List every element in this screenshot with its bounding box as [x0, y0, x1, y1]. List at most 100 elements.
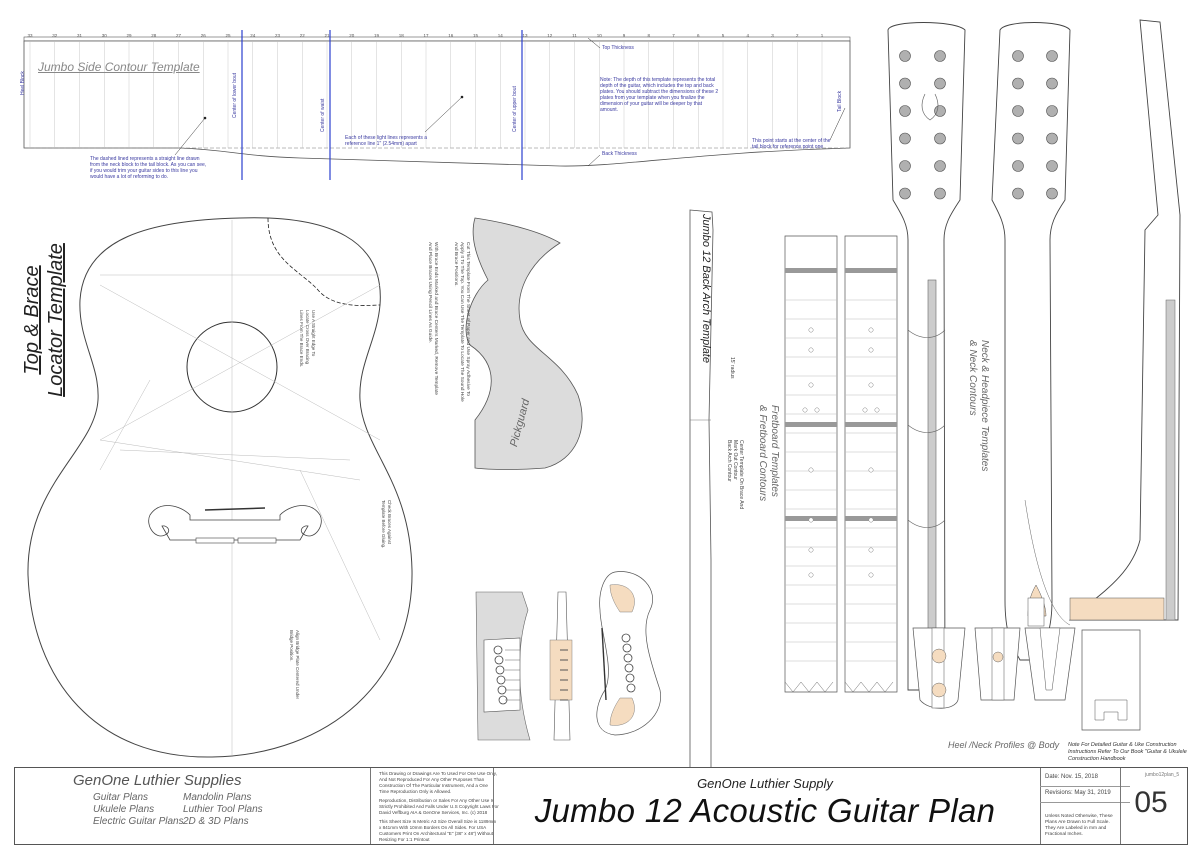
title-block: GenOne Luthier Supplies Guitar Plans Uku… [14, 767, 1188, 845]
legal-1: This Drawing or Drawings Are To Used For… [379, 771, 498, 794]
top-brace-note-4: Check Braces Against Template Before Glu… [381, 500, 392, 549]
ruler-number: 19 [374, 33, 380, 38]
top-brace-note-2: With Brace Ends Marked and Brace Centers… [427, 242, 438, 395]
tuner-hole [1046, 132, 1058, 145]
fret-marker [868, 572, 874, 578]
top-brace-title-line2: Locator Template [45, 243, 67, 397]
fret-marker [868, 382, 874, 388]
fret-marker [862, 407, 868, 413]
tuner-hole [1046, 187, 1058, 200]
bridge-pin [494, 655, 504, 665]
plan-date: Date: Nov. 15, 2018 [1045, 774, 1098, 780]
nut-slot [785, 268, 837, 273]
plan-guitar: Guitar Plans [93, 792, 149, 803]
plans-right-list: Mandolin Plans Luthier Tool Plans 2D & 3… [183, 792, 263, 828]
plan-ukulele: Ukulele Plans [93, 804, 155, 815]
heel-profiles-label: Heel /Neck Profiles @ Body [948, 740, 1060, 750]
tuner-hole [899, 77, 911, 90]
plan-luthier-tool: Luthier Tool Plans [183, 804, 263, 815]
fret-marker [868, 517, 874, 523]
label-tail-block: Tail Block [837, 90, 843, 112]
ruler-number: 25 [225, 33, 231, 38]
ruler-number: 26 [201, 33, 207, 38]
construction-note: Note For Detailed Guitar & Uke Construct… [1068, 742, 1187, 762]
fret-marker [808, 572, 814, 578]
fretboard-title-line2: & Fretboard Contours [757, 405, 768, 502]
fretboard-contour [784, 681, 834, 693]
tuner-hole [934, 50, 946, 62]
tuner-hole [934, 187, 946, 200]
bridge-pin [624, 663, 634, 673]
back-arch-title: Jumbo 12 Back Arch Template [700, 214, 712, 363]
ruler-number: 14 [498, 33, 504, 38]
company-name: GenOne Luthier Supplies [73, 772, 242, 789]
tuner-hole [934, 132, 946, 145]
fret-slot-12 [785, 422, 837, 427]
tuner-hole [899, 187, 911, 200]
nut-slot [845, 268, 897, 273]
ruler-number: 8 [647, 33, 650, 38]
ruler-number: 23 [275, 33, 281, 38]
ruler-number: 28 [151, 33, 157, 38]
neck-title-line2: & Neck Contours [967, 340, 978, 416]
ruler-number: 4 [746, 33, 749, 38]
tuner-hole [899, 132, 911, 145]
fret-marker [808, 347, 814, 353]
plan-title: Jumbo 12 Acoustic Guitar Plan [534, 792, 996, 829]
tuner-hole [1012, 132, 1024, 145]
saddle-slot [601, 627, 607, 701]
pickguard [465, 217, 583, 470]
ruler-number: 30 [102, 33, 108, 38]
label-top-thickness: Top Thickness [602, 45, 634, 51]
bridge-pin [496, 675, 506, 685]
note-depth: Note: The depth of this template represe… [600, 77, 719, 113]
bridge-pin [625, 673, 635, 683]
tuner-hole [899, 160, 911, 172]
note-reference-lines: Each of these light lines represents a r… [345, 135, 427, 147]
bridge-pin [622, 643, 632, 653]
ruler-number: 2 [796, 33, 799, 38]
tuner-hole [1012, 187, 1024, 200]
back-arch-center-note: Center Template On Brace And Mark Out Co… [732, 440, 744, 510]
label-center-upper-bout: Center of upper bout [512, 86, 518, 132]
note-dashed-line: The dashed lined represents a straight l… [90, 156, 207, 180]
top-brace-title-line1: Top & Brace [21, 265, 43, 375]
ruler-number: 31 [77, 33, 83, 38]
ruler-number: 22 [300, 33, 306, 38]
tuner-hole [1012, 77, 1024, 90]
ruler-number: 15 [473, 33, 479, 38]
fret-marker [868, 467, 874, 473]
fret-marker [868, 347, 874, 353]
fret-slot-12 [845, 422, 897, 427]
back-arch-contour-label: Back Arch Contour [726, 440, 732, 482]
bridge-pin [626, 683, 636, 693]
plan-mandolin: Mandolin Plans [183, 792, 252, 803]
dims-note: Unless Noted Otherwise, These Plans Are … [1045, 814, 1113, 837]
neck-templates [887, 19, 1181, 691]
fret-marker [874, 407, 880, 413]
plans-left-list: Guitar Plans Ukulele Plans Electric Guit… [93, 792, 184, 828]
note-center: This point starts at the center of the t… [752, 138, 831, 150]
bridge-pin [621, 633, 631, 643]
ruler-number: 9 [623, 33, 626, 38]
bridge-pin [497, 685, 507, 695]
ruler-number: 13 [522, 33, 528, 38]
ruler-number: 3 [771, 33, 774, 38]
side-ruler-ticks [29, 41, 823, 148]
ruler-number: 7 [672, 33, 675, 38]
ruler-number: 32 [52, 33, 58, 38]
tuner-hole [1012, 160, 1024, 172]
sheet-number: 05 [1134, 786, 1168, 819]
top-brace-title: Top & Brace Locator Template [20, 190, 68, 450]
fret-marker [868, 547, 874, 553]
top-brace-note-1: Cut This Template From The Sheet of Pape… [453, 242, 470, 402]
ruler-number: 6 [697, 33, 700, 38]
ruler-number: 1 [821, 33, 824, 38]
ruler-number: 33 [27, 33, 33, 38]
bridge-pin [623, 653, 633, 663]
ruler-number: 29 [126, 33, 132, 38]
bridge-pin [493, 645, 503, 655]
neck-title: Neck & Headpiece Templates & Neck Contou… [966, 340, 990, 471]
